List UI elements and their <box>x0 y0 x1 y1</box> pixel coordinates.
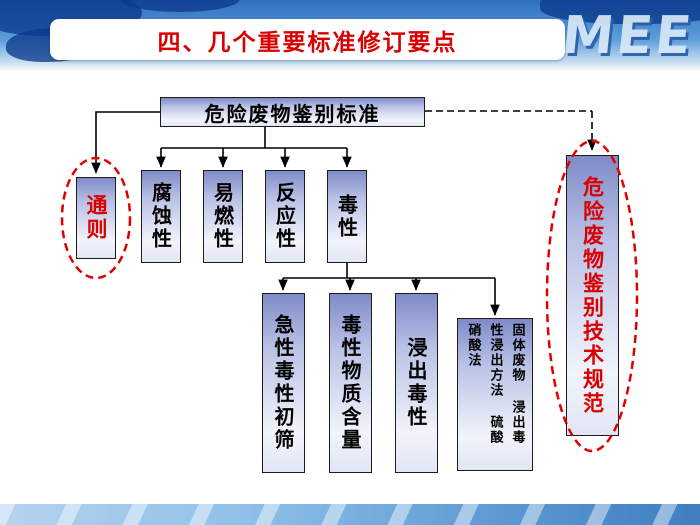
box-label: 腐蚀性 <box>148 182 173 251</box>
box-label: 毒性物质含量 <box>338 314 362 452</box>
header-band: MEE 四、几个重要标准修订要点 <box>0 0 700 72</box>
note-line: 硝酸法 <box>465 323 481 368</box>
box-label: 浸出毒性 <box>404 337 428 429</box>
box-ignitability: 易燃性 <box>203 170 243 263</box>
connector-general <box>91 111 160 174</box>
box-label: 易燃性 <box>210 182 235 251</box>
slide-title: 四、几个重要标准修订要点 <box>157 29 458 56</box>
box-reactivity: 反应性 <box>265 170 305 263</box>
box-label: 通则 <box>84 194 108 242</box>
box-label: 反应性 <box>272 182 297 251</box>
note-columns: 固体废物 浸出毒 性浸出方法 硫酸 硝酸法 <box>464 323 527 466</box>
box-general-rules: 通则 <box>76 177 116 259</box>
note-line: 固体废物 浸出毒 <box>509 323 525 445</box>
box-label: 急性毒性初筛 <box>271 314 295 452</box>
world-map-decoration <box>120 0 240 12</box>
box-toxic-substance-content: 毒性物质含量 <box>329 293 372 473</box>
logo-watermark: MEE <box>558 6 697 66</box>
box-leaching-method-note: 固体废物 浸出毒 性浸出方法 硫酸 硝酸法 <box>457 318 533 471</box>
box-toxicity: 毒性 <box>327 170 367 263</box>
note-line: 性浸出方法 硫酸 <box>487 323 503 445</box>
box-technical-specification: 危险废物鉴别技术规范 <box>566 155 619 436</box>
box-label: 毒性 <box>334 193 359 240</box>
title-banner: 四、几个重要标准修订要点 <box>50 19 565 60</box>
box-corrosivity: 腐蚀性 <box>141 170 181 263</box>
box-label: 危险废物鉴别技术规范 <box>580 175 605 416</box>
footer-band <box>0 504 700 525</box>
box-label: 危险废物鉴别标准 <box>204 101 381 126</box>
box-acute-toxicity-screening: 急性毒性初筛 <box>262 293 305 473</box>
box-leaching-toxicity: 浸出毒性 <box>395 293 438 473</box>
box-hazardous-waste-standard: 危险废物鉴别标准 <box>160 97 425 127</box>
